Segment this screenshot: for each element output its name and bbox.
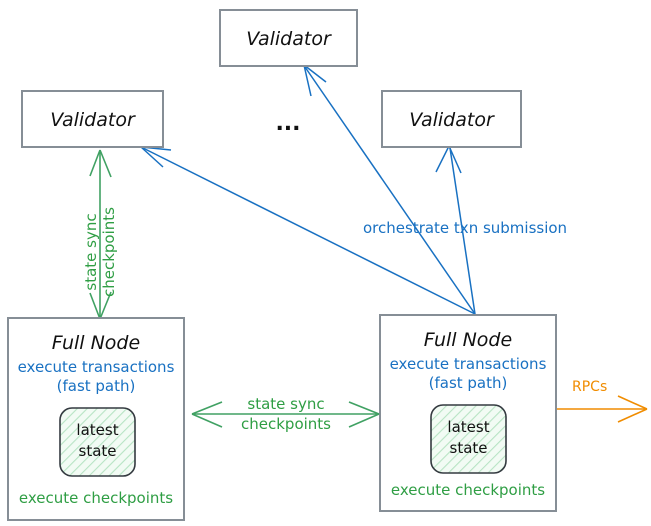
validator-top[interactable]: Validator (219, 9, 358, 67)
fullnode-right-latest-state: latest state (430, 404, 507, 474)
rpcs-label: RPCs (572, 379, 607, 395)
fullnode-left-blue-line2: (fast path) (57, 377, 136, 395)
fullnode-right-state-line1: latest (447, 418, 489, 436)
validator-left[interactable]: Validator (21, 90, 164, 148)
fullnode-right[interactable]: Full Node execute transactions (fast pat… (379, 314, 557, 512)
horizontal-state-sync-label-line1: state sync (247, 395, 324, 413)
fullnode-right-title: Full Node (424, 329, 512, 351)
fullnode-left-state-line2: state (79, 442, 117, 460)
fullnode-left-state-line1: latest (76, 421, 118, 439)
fullnode-left-title: Full Node (52, 332, 140, 354)
validator-right-label: Validator (409, 109, 495, 131)
fullnode-left-green-label: execute checkpoints (19, 489, 173, 507)
vertical-state-sync-label-line2: checkpoints (100, 207, 118, 297)
edge-vertical-state-sync: state sync checkpoints (82, 149, 118, 320)
fullnode-left-blue-line1: execute transactions (18, 358, 175, 376)
edge-orchestrate-txn-submission: orchestrate txn submission (140, 64, 567, 315)
fullnode-right-blue-line1: execute transactions (390, 355, 547, 373)
fullnode-right-green-label: execute checkpoints (391, 481, 545, 499)
edge-rpcs: RPCs (557, 379, 648, 423)
fullnode-right-blue-line2: (fast path) (429, 374, 508, 392)
horizontal-state-sync-label-line2: checkpoints (241, 415, 331, 433)
validator-right[interactable]: Validator (381, 90, 522, 148)
vertical-state-sync-label-line1: state sync (82, 213, 100, 290)
edge-horizontal-state-sync: state sync checkpoints (191, 395, 380, 433)
fullnode-left-latest-state: latest state (59, 407, 136, 477)
validators-ellipsis: ... (275, 111, 300, 136)
fullnode-right-state-line2: state (450, 439, 488, 457)
orchestrate-label: orchestrate txn submission (363, 219, 567, 237)
validator-left-label: Validator (50, 109, 136, 131)
validator-top-label: Validator (246, 28, 332, 50)
fullnode-left[interactable]: Full Node execute transactions (fast pat… (7, 317, 185, 521)
